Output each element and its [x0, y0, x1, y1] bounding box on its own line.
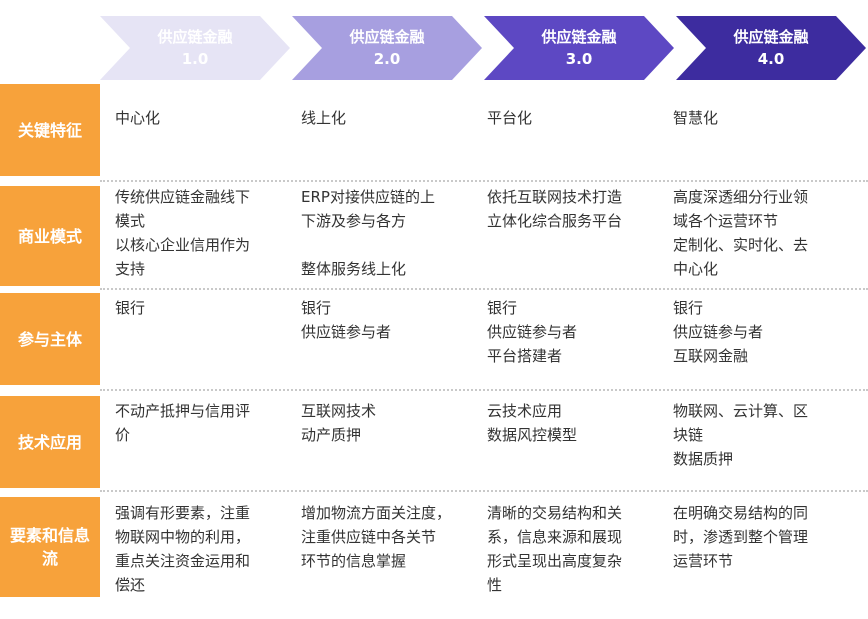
cell-business-model-3: 依托互联网技术打造 立体化综合服务平台 — [487, 188, 623, 230]
header-title-4: 供应链金融 — [733, 28, 809, 46]
row-label-elements-info-flow: 要素和信息流 — [0, 497, 100, 597]
cell-elements-info-flow-4: 在明确交易结构的同 时，渗透到整个管理 运营环节 — [673, 504, 809, 570]
header-version-3: 3.0 — [565, 50, 593, 68]
cell-key-features-2: 线上化 — [301, 109, 347, 127]
header-title-1: 供应链金融 — [157, 28, 233, 46]
cell-technology-1: 不动产抵押与信用评 价 — [115, 402, 251, 444]
cell-business-model-1: 传统供应链金融线下 模式 以核心企业信用作为 支持 — [115, 188, 251, 278]
header-chevron-4: 供应链金融 4.0 — [676, 16, 866, 80]
cell-technology-2: 互联网技术 动产质押 — [301, 402, 377, 444]
header-chevron-2: 供应链金融 2.0 — [292, 16, 482, 80]
header-chevron-1: 供应链金融 1.0 — [100, 16, 290, 80]
row-label-participants: 参与主体 — [0, 293, 100, 385]
cell-key-features-4: 智慧化 — [673, 109, 719, 127]
row-label-technology: 技术应用 — [0, 396, 100, 488]
row-divider-4 — [100, 490, 868, 492]
cell-business-model-4: 高度深透细分行业领 域各个运营环节 定制化、实时化、去 中心化 — [673, 188, 809, 278]
row-label-key-features: 关键特征 — [0, 84, 100, 176]
row-divider-3 — [100, 389, 868, 391]
header-version-1: 1.0 — [181, 50, 209, 68]
header-title-2: 供应链金融 — [349, 28, 425, 46]
cell-business-model-2: ERP对接供应链的上 下游及参与各方 整体服务线上化 — [301, 188, 435, 278]
cell-technology-3: 云技术应用 数据风控模型 — [487, 402, 578, 444]
row-label-business-model: 商业模式 — [0, 186, 100, 286]
header-version-4: 4.0 — [757, 50, 785, 68]
row-divider-2 — [100, 288, 868, 290]
cell-key-features-3: 平台化 — [487, 109, 533, 127]
cell-participants-4: 银行 供应链参与者 互联网金融 — [673, 299, 764, 365]
chevron-shape-2 — [292, 16, 482, 80]
cell-participants-1: 银行 — [115, 299, 146, 317]
cell-participants-2: 银行 供应链参与者 — [301, 299, 392, 341]
chevron-shape-1 — [100, 16, 290, 80]
header-title-3: 供应链金融 — [541, 28, 617, 46]
cell-technology-4: 物联网、云计算、区 块链 数据质押 — [673, 402, 809, 468]
chevron-shape-4 — [676, 16, 866, 80]
header-chevron-3: 供应链金融 3.0 — [484, 16, 674, 80]
cell-participants-3: 银行 供应链参与者 平台搭建者 — [487, 299, 578, 365]
cell-key-features-1: 中心化 — [115, 109, 161, 127]
cell-elements-info-flow-1: 强调有形要素，注重 物联网中物的利用， 重点关注资金运用和 偿还 — [115, 504, 251, 594]
header-label-2: 供应链金融 2.0 — [292, 16, 482, 80]
header-label-1: 供应链金融 1.0 — [100, 16, 290, 80]
cell-elements-info-flow-3: 清晰的交易结构和关 系，信息来源和展现 形式呈现出高度复杂 性 — [487, 504, 623, 594]
header-label-4: 供应链金融 4.0 — [676, 16, 866, 80]
header-label-3: 供应链金融 3.0 — [484, 16, 674, 80]
chevron-shape-3 — [484, 16, 674, 80]
header-version-2: 2.0 — [373, 50, 401, 68]
row-divider-1 — [100, 180, 868, 182]
cell-elements-info-flow-2: 增加物流方面关注度， 注重供应链中各关节 环节的信息掌握 — [301, 504, 452, 570]
